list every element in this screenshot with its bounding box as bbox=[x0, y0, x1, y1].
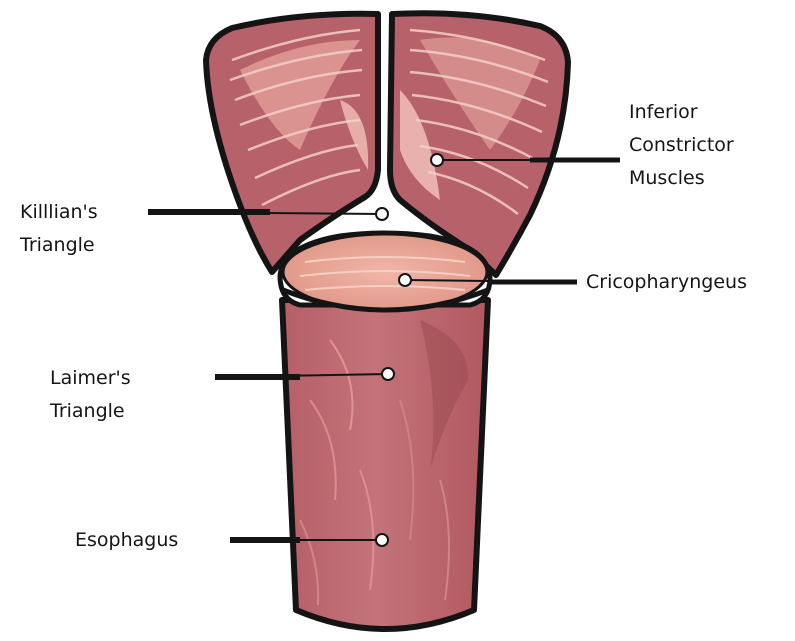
label-cricopharyngeus: Cricopharyngeus bbox=[586, 266, 747, 299]
label-esophagus: Esophagus bbox=[75, 524, 178, 557]
label-laimers-triangle: Laimer's Triangle bbox=[50, 362, 131, 428]
cricopharyngeus-muscle bbox=[280, 233, 490, 310]
label-line: Inferior bbox=[629, 96, 734, 129]
marker-laimers bbox=[382, 368, 394, 380]
label-line: Constrictor bbox=[629, 129, 734, 162]
marker-killians bbox=[376, 208, 388, 220]
label-line: Killlian's bbox=[20, 196, 98, 229]
marker-cricopharyngeus bbox=[399, 274, 411, 286]
label-inferior-constrictor-muscles: Inferior Constrictor Muscles bbox=[629, 96, 734, 195]
label-line: Triangle bbox=[20, 229, 98, 262]
label-line: Esophagus bbox=[75, 524, 178, 557]
marker-esophagus bbox=[376, 534, 388, 546]
label-line: Cricopharyngeus bbox=[586, 266, 747, 299]
label-line: Triangle bbox=[50, 395, 131, 428]
marker-inferior-constrictor bbox=[431, 154, 443, 166]
label-line: Muscles bbox=[629, 162, 734, 195]
label-killians-triangle: Killlian's Triangle bbox=[20, 196, 98, 262]
esophagus bbox=[282, 300, 488, 629]
label-line: Laimer's bbox=[50, 362, 131, 395]
